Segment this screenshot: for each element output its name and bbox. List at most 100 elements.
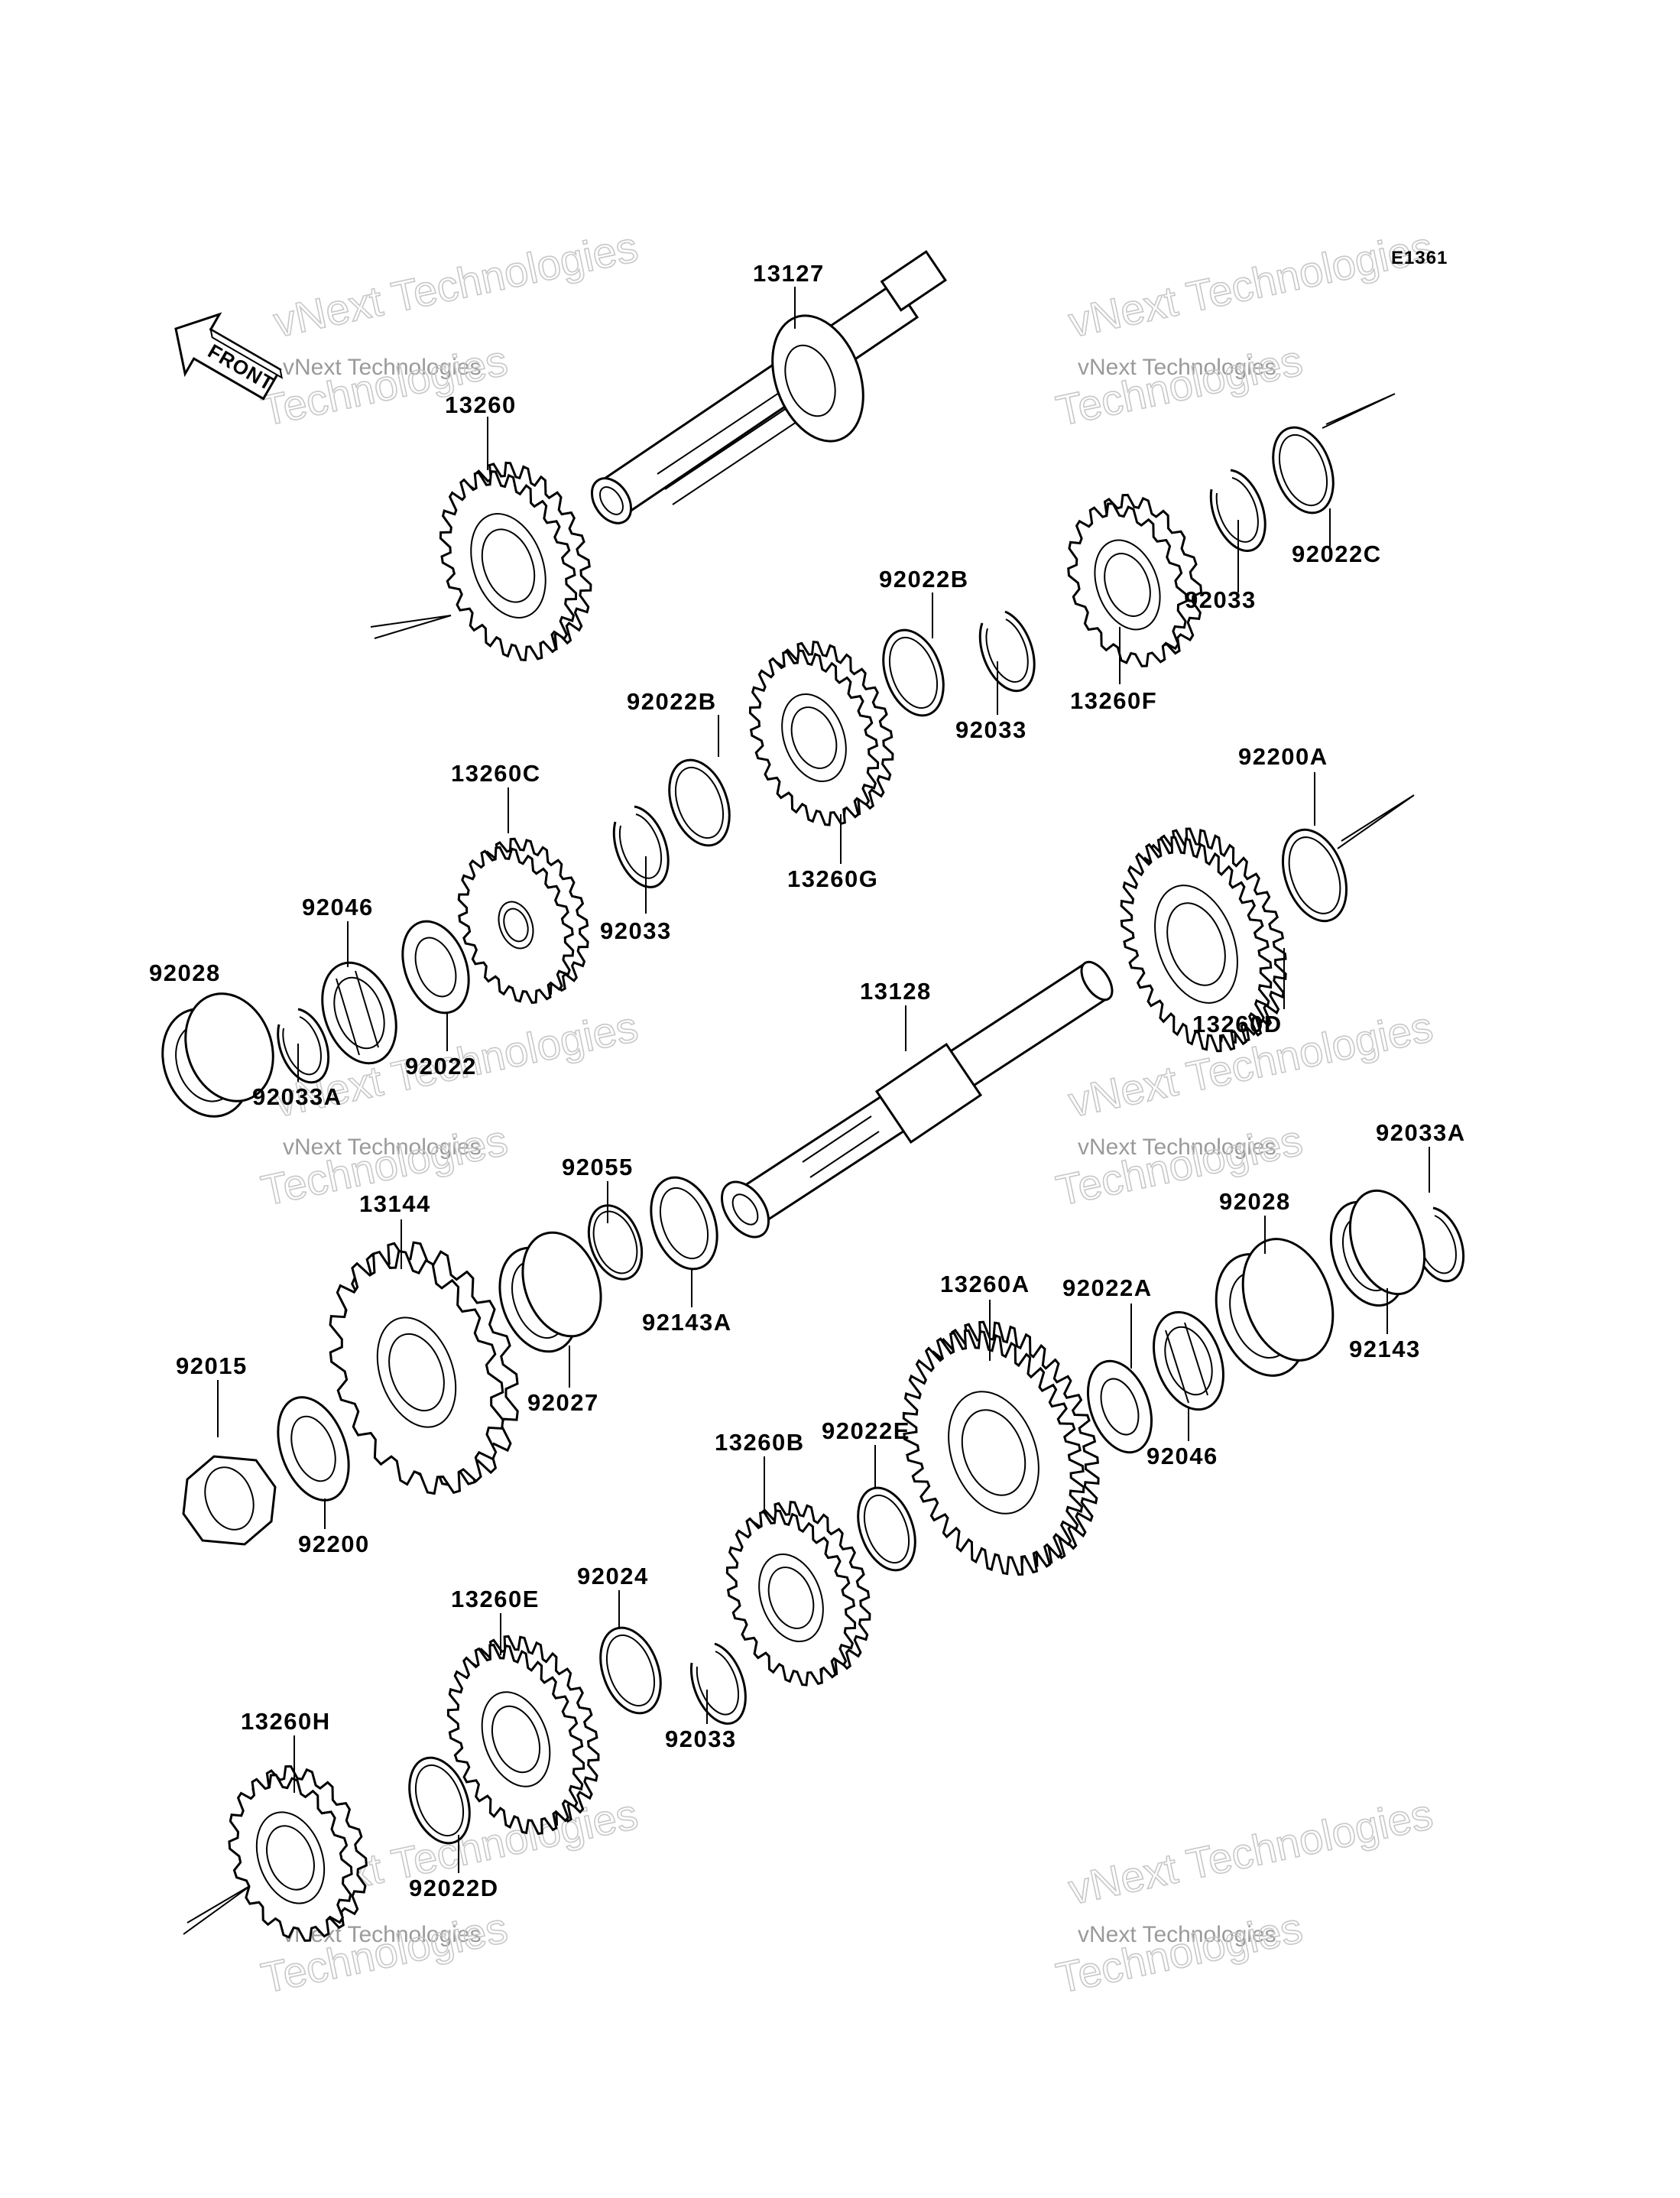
label-13260E: 13260E	[451, 1586, 540, 1612]
part-labels: 13127 13260 92022C 92033 92022B 13260F 9…	[149, 260, 1466, 1901]
o-ring-92055	[587, 1204, 644, 1281]
label-13260H: 13260H	[241, 1708, 331, 1735]
label-13260A: 13260A	[940, 1271, 1030, 1297]
watermark-layer: vNext Technologies vNext Technologies Te…	[257, 222, 1438, 2003]
label-92033: 92033	[955, 716, 1027, 743]
leader-lines	[217, 287, 1430, 1873]
label-92027: 92027	[527, 1389, 599, 1416]
gear-13260G-bore	[790, 706, 838, 769]
label-92200A: 92200A	[1238, 743, 1328, 770]
gear-13144-rim	[329, 1249, 504, 1495]
washer-92022	[401, 920, 470, 1015]
watermark: vNext Technologies vNext Technologies Te…	[1052, 1789, 1438, 2003]
gear-13260H-bore	[266, 1825, 315, 1891]
ring-92022B-a	[882, 628, 945, 717]
gear-13260C	[457, 837, 589, 1005]
gear-13260H-rim	[228, 1774, 353, 1942]
ring-92022B-b	[668, 758, 731, 847]
gear-13260H	[228, 1765, 368, 1942]
gear-13260F-bore	[1104, 553, 1151, 617]
label-92022C: 92022C	[1292, 541, 1382, 567]
watermark: vNext Technologies vNext Technologies Te…	[1052, 222, 1438, 436]
label-92046: 92046	[302, 894, 374, 920]
shaft-13128	[721, 960, 1114, 1239]
gear-13260E	[446, 1635, 600, 1835]
label-13260: 13260	[445, 391, 517, 418]
ring-92024	[599, 1626, 662, 1715]
gear-13260B	[725, 1501, 871, 1687]
gear-13260D	[1120, 827, 1287, 1053]
gear-13144-bore	[388, 1333, 445, 1412]
gear-13260-hub	[470, 513, 546, 618]
diagram-code: E1361	[1391, 248, 1448, 268]
gear-13260H-hub	[255, 1811, 326, 1904]
label-92143A: 92143A	[642, 1309, 732, 1336]
label-92200: 92200	[298, 1531, 370, 1557]
label-92022D: 92022D	[409, 1875, 499, 1901]
label-13260B: 13260B	[715, 1429, 805, 1456]
gear-13260G-rim	[748, 649, 880, 826]
ring-92022E	[857, 1486, 916, 1572]
gear-13260	[439, 461, 592, 662]
watermark-small: vNext Technologies	[1065, 222, 1437, 346]
label-92022A: 92022A	[1062, 1274, 1153, 1301]
gear-13260E-hub	[481, 1691, 551, 1787]
gear-13260F-rim	[1067, 502, 1188, 667]
gear-13260-bore	[481, 528, 536, 603]
watermark-text: vNext Technologies	[1078, 1922, 1276, 1947]
gear-13260A-rim	[902, 1329, 1085, 1576]
lock-washer-92200	[277, 1396, 350, 1502]
needle-bearing-92046-a	[321, 961, 397, 1065]
gear-13260D-rim	[1120, 836, 1273, 1053]
gear-13260D-hub	[1154, 885, 1238, 1004]
gear-13260E-rim	[446, 1644, 585, 1835]
needle-bearing-92046-b	[1153, 1310, 1224, 1411]
gear-13260G	[748, 641, 894, 826]
washer-92022A	[1086, 1359, 1153, 1454]
label-92022B: 92022B	[879, 566, 969, 593]
ring-92200A	[1281, 828, 1348, 923]
gear-13260C-hub	[498, 901, 534, 950]
ring-92022C	[1272, 426, 1335, 515]
gear-13260D-bore	[1166, 902, 1226, 986]
nut-92015	[182, 1455, 277, 1546]
label-13260G: 13260G	[787, 865, 878, 892]
ring-92022D	[408, 1756, 471, 1845]
label-92015: 92015	[176, 1352, 248, 1379]
gear-13260C-rim	[457, 846, 575, 1005]
gear-13260E-bore	[491, 1705, 541, 1774]
label-92033: 92033	[665, 1726, 737, 1752]
gear-13260C-bore	[503, 907, 529, 943]
label-13260F: 13260F	[1070, 687, 1157, 714]
gear-13260A-hub	[948, 1391, 1039, 1515]
bearing-92028-a	[161, 992, 274, 1118]
gear-13260B-rim	[725, 1509, 857, 1687]
label-92143: 92143	[1349, 1336, 1421, 1362]
gear-13260-rim	[439, 469, 578, 662]
label-13128: 13128	[860, 978, 932, 1005]
watermark-text: vNext Technologies	[1078, 1135, 1276, 1160]
watermark-small: vNext Technologies	[270, 222, 642, 346]
label-92022: 92022	[405, 1053, 477, 1080]
circlip-92033-d	[689, 1642, 747, 1725]
label-92022B: 92022B	[627, 688, 717, 715]
gear-13144-hub	[376, 1317, 457, 1428]
gear-13260G-hub	[781, 693, 847, 783]
label-92028: 92028	[149, 959, 221, 986]
gear-13144	[329, 1241, 519, 1495]
collar-92027	[498, 1231, 602, 1353]
watermark-big: Technologies	[1052, 1903, 1306, 2002]
watermark-text: vNext Technologies	[283, 355, 482, 380]
circlip-92033-a	[1209, 469, 1266, 553]
label-92033A: 92033A	[252, 1083, 342, 1110]
label-92033A: 92033A	[1376, 1119, 1466, 1146]
watermark-text: vNext Technologies	[283, 1135, 482, 1160]
gear-13260A	[902, 1320, 1100, 1576]
label-13260C: 13260C	[451, 760, 541, 787]
label-13260D: 13260D	[1192, 1011, 1283, 1037]
gear-13260F-hub	[1094, 539, 1161, 631]
watermark-big: Technologies	[257, 336, 511, 435]
gears-layer	[228, 461, 1287, 1942]
bearing-92028-b	[1215, 1238, 1335, 1377]
